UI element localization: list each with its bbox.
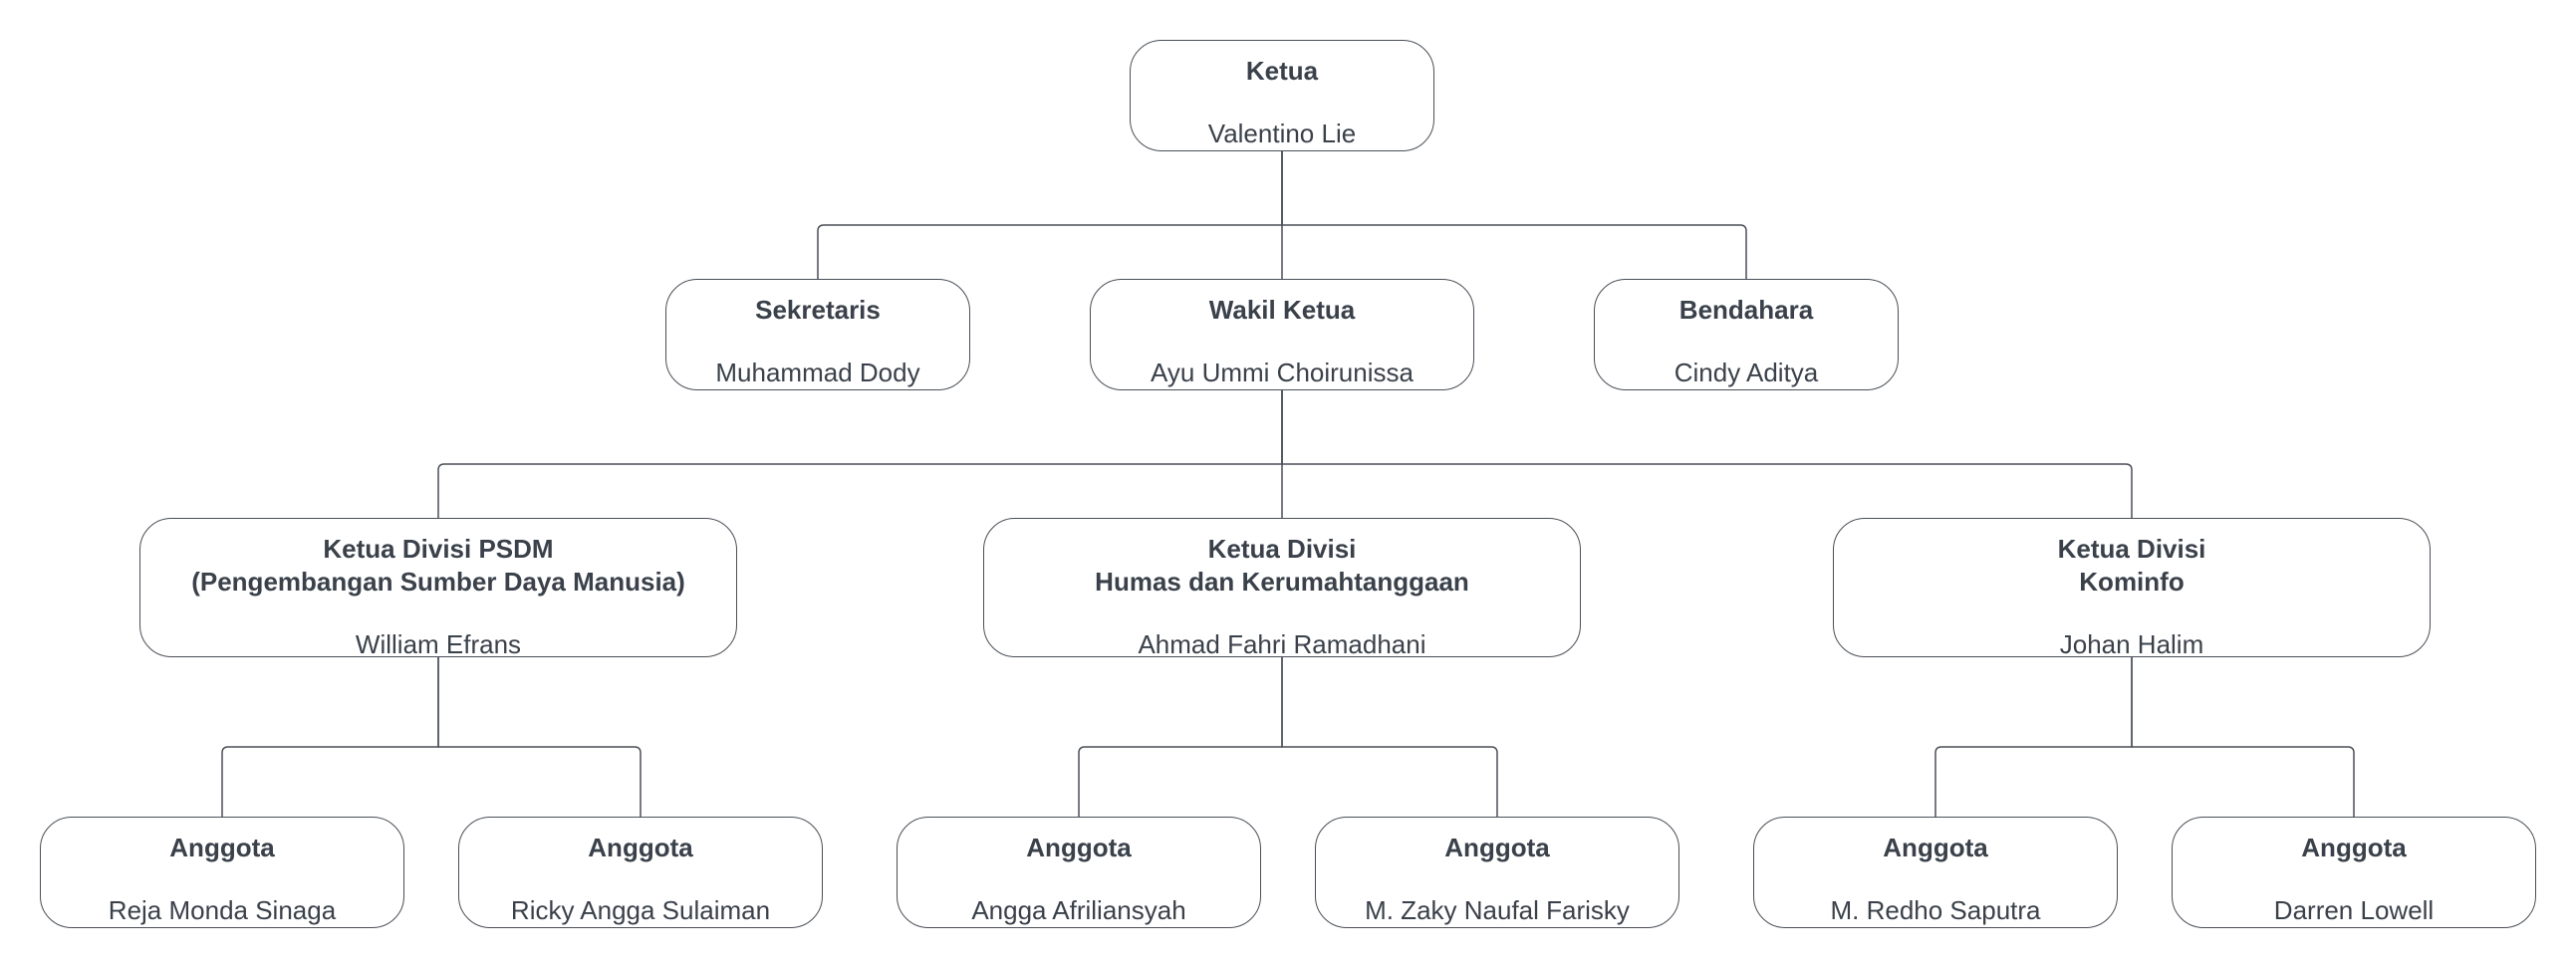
node-role: Wakil Ketua — [1208, 295, 1356, 325]
node-role: Anggota — [2301, 833, 2407, 862]
connector-ketua-psdm-to-anggota-psdm-2 — [437, 657, 642, 817]
node-sekretaris: Sekretaris Muhammad Dody — [665, 279, 970, 390]
node-role: Ketua Divisi PSDM (Pengembangan Sumber D… — [191, 534, 685, 597]
node-name: Muhammad Dody — [715, 358, 920, 387]
node-ketua: Ketua Valentino Lie — [1130, 40, 1434, 151]
node-name: Ricky Angga Sulaiman — [510, 895, 771, 925]
connector-ketua-kominfo-to-anggota-kominfo-2 — [2131, 657, 2355, 817]
node-name: Ahmad Fahri Ramadhani — [1138, 629, 1426, 659]
node-name: Ayu Ummi Choirunissa — [1151, 358, 1414, 387]
connector-ketua-humas-to-anggota-humas-2 — [1281, 657, 1498, 817]
connector-ketua-psdm-to-anggota-psdm-1 — [221, 657, 439, 817]
node-ketua-humas: Ketua Divisi Humas dan Kerumahtanggaan A… — [983, 518, 1581, 659]
node-name: Angga Afriliansyah — [971, 895, 1186, 925]
connector-ketua-humas-to-anggota-humas-1 — [1078, 657, 1283, 817]
node-ketua-psdm: Ketua Divisi PSDM (Pengembangan Sumber D… — [139, 518, 737, 659]
node-role: Ketua — [1245, 56, 1319, 86]
node-name: William Efrans — [355, 629, 522, 659]
node-anggota-humas-2: Anggota M. Zaky Naufal Farisky — [1315, 817, 1679, 928]
connector-ketua-kominfo-to-anggota-kominfo-1 — [1934, 657, 2133, 817]
node-name: Johan Halim — [2059, 629, 2204, 659]
node-role: Anggota — [169, 833, 275, 862]
node-role: Bendahara — [1678, 295, 1814, 325]
node-anggota-psdm-2: Anggota Ricky Angga Sulaiman — [458, 817, 823, 928]
connector-ketua-to-sekretaris — [817, 151, 1283, 279]
node-role: Ketua Divisi Humas dan Kerumahtanggaan — [1095, 534, 1469, 597]
node-name: Cindy Aditya — [1674, 358, 1819, 387]
node-ketua-kominfo: Ketua Divisi Kominfo Johan Halim — [1833, 518, 2431, 659]
node-name: M. Zaky Naufal Farisky — [1365, 895, 1630, 925]
node-name: Reja Monda Sinaga — [108, 895, 337, 925]
node-wakil-ketua: Wakil Ketua Ayu Ummi Choirunissa — [1090, 279, 1474, 390]
node-role: Sekretaris — [755, 295, 881, 325]
node-role: Anggota — [588, 833, 693, 862]
connector-wakil-ketua-to-ketua-kominfo — [1281, 390, 2133, 518]
connector-wakil-ketua-to-ketua-psdm — [437, 390, 1283, 518]
node-role: Anggota — [1026, 833, 1132, 862]
node-bendahara: Bendahara Cindy Aditya — [1594, 279, 1899, 390]
node-name: Valentino Lie — [1207, 119, 1357, 148]
node-name: M. Redho Saputra — [1830, 895, 2041, 925]
node-anggota-kominfo-2: Anggota Darren Lowell — [2172, 817, 2536, 928]
node-anggota-kominfo-1: Anggota M. Redho Saputra — [1753, 817, 2118, 928]
node-role: Anggota — [1883, 833, 1988, 862]
node-anggota-psdm-1: Anggota Reja Monda Sinaga — [40, 817, 404, 928]
node-role: Ketua Divisi Kominfo — [2057, 534, 2206, 597]
connector-ketua-to-bendahara — [1281, 151, 1747, 279]
node-anggota-humas-1: Anggota Angga Afriliansyah — [897, 817, 1261, 928]
node-name: Darren Lowell — [2273, 895, 2435, 925]
node-role: Anggota — [1444, 833, 1550, 862]
